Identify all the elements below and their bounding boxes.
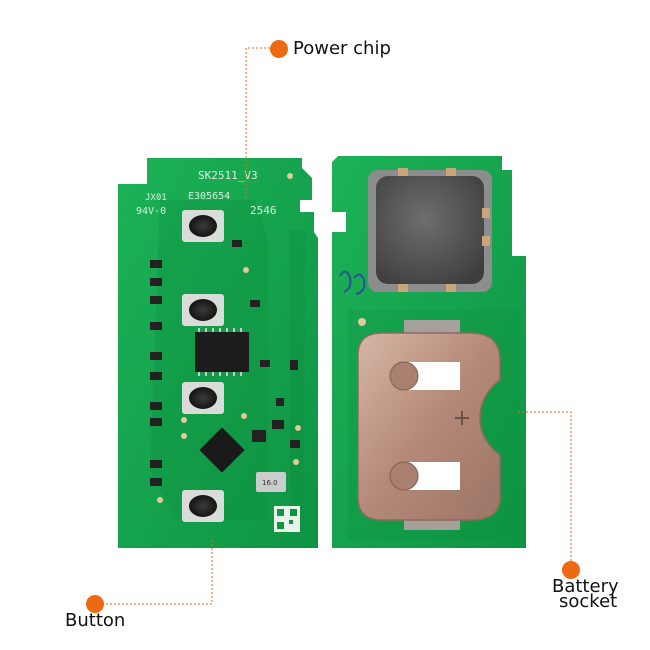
pcb-rating-text: 94V-0 <box>136 206 166 217</box>
smd-components <box>150 240 300 486</box>
tactile-button <box>182 382 224 414</box>
power-chip <box>368 168 492 292</box>
tactile-button <box>182 490 224 522</box>
tactile-button <box>182 210 224 242</box>
power-chip-label: Power chip <box>293 38 391 59</box>
qfn-chip <box>199 427 245 473</box>
pcb-model-text: SK2511_V3 <box>198 169 258 182</box>
crystal-oscillator: 16.0 <box>256 472 286 492</box>
power-chip-marker-dot <box>270 40 288 58</box>
battery-socket-label-line1: Battery <box>552 576 619 597</box>
qr-code <box>274 506 300 532</box>
tactile-button <box>182 294 224 326</box>
pcb-number-text: 2546 <box>250 204 277 217</box>
callout-lines <box>94 47 572 605</box>
ic-chip <box>195 328 249 376</box>
button-label: Button <box>65 610 126 631</box>
battery-socket-marker-dot <box>562 561 580 579</box>
battery-socket <box>357 320 501 530</box>
battery-socket-label-line2: socket <box>559 591 618 612</box>
pcb-code1-text: JX01 <box>145 193 167 203</box>
solder-pad <box>358 318 366 326</box>
left-circuit-board: SK2511_V3 JX01 E305654 94V-0 2546 <box>118 158 318 548</box>
button-marker-dot <box>86 595 104 613</box>
pcb-code2-text: E305654 <box>188 191 230 202</box>
solder-pads <box>157 173 301 503</box>
right-circuit-board <box>332 156 526 548</box>
crystal-label: 16.0 <box>262 479 278 487</box>
handwritten-mark <box>339 270 366 295</box>
